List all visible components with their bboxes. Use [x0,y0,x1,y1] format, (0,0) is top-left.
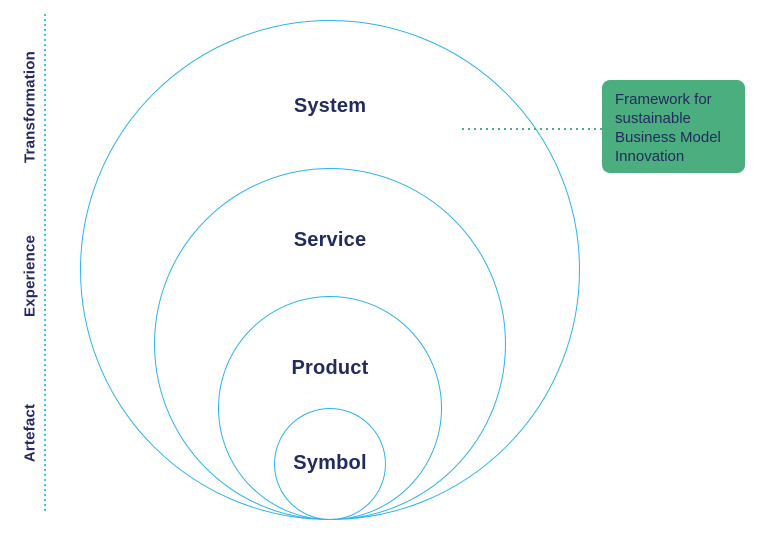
left-axis-dotted-line [44,14,46,514]
axis-label-experience: Experience [21,234,39,318]
axis-label-artefact: Artefact [21,403,39,463]
circle-symbol [274,408,386,520]
annotation-box: Framework for sustainable Business Model… [602,80,745,173]
axis-label-transformation: Transformation [21,51,39,163]
